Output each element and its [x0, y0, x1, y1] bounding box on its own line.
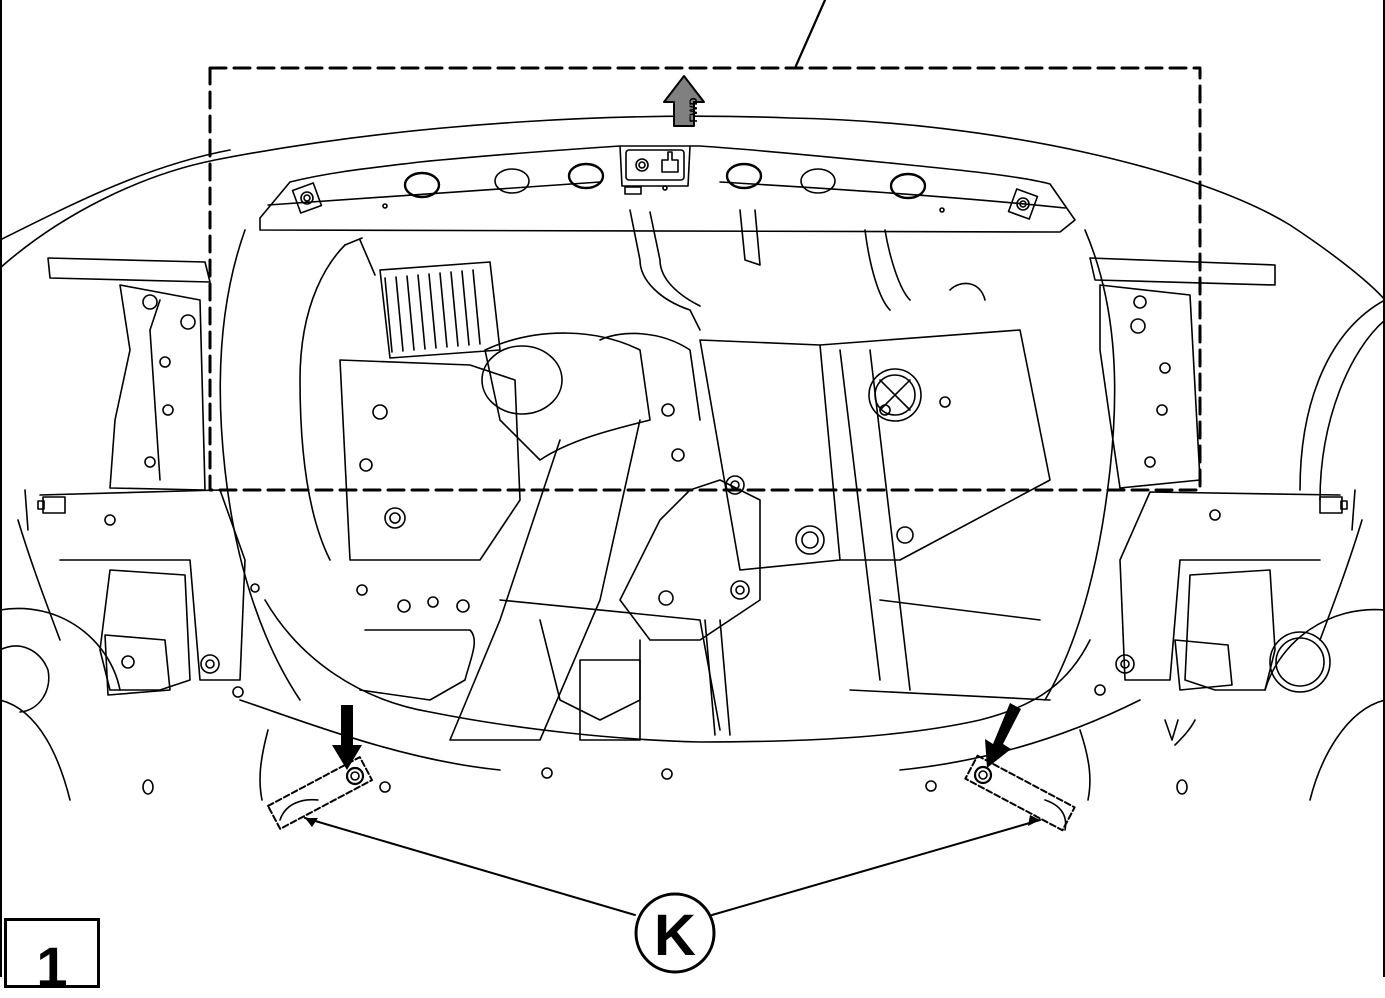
callout-arrowhead-right-icon [1028, 815, 1040, 826]
left-mount-pointer-arrow-icon [332, 705, 362, 770]
callout-circle [634, 892, 716, 974]
engine-assembly [299, 209, 1051, 741]
right-mount-point [964, 754, 1076, 832]
detail-region-dashed-box [208, 66, 1202, 492]
right-mount-pointer-arrow-icon [985, 703, 1021, 768]
detail-leader-line [793, 0, 827, 70]
diagram-frame [0, 0, 1385, 977]
left-side-rail [0, 229, 301, 713]
vehicle-body-outline [0, 115, 1385, 801]
callout-leader-lines [304, 817, 1041, 916]
right-side-rail [1044, 229, 1363, 701]
fwd-arrow-icon [663, 75, 705, 127]
figure-number-box: 1 [4, 918, 100, 995]
fwd-label: FWD [688, 97, 700, 122]
left-mount-point [266, 756, 374, 830]
undercarriage-diagram: FWD K [0, 0, 1385, 974]
figure-number: 1 [36, 935, 68, 998]
callout-arrowhead-left-icon [305, 818, 318, 827]
front-crossmember [259, 145, 1076, 233]
callout-letter: K [654, 903, 696, 968]
